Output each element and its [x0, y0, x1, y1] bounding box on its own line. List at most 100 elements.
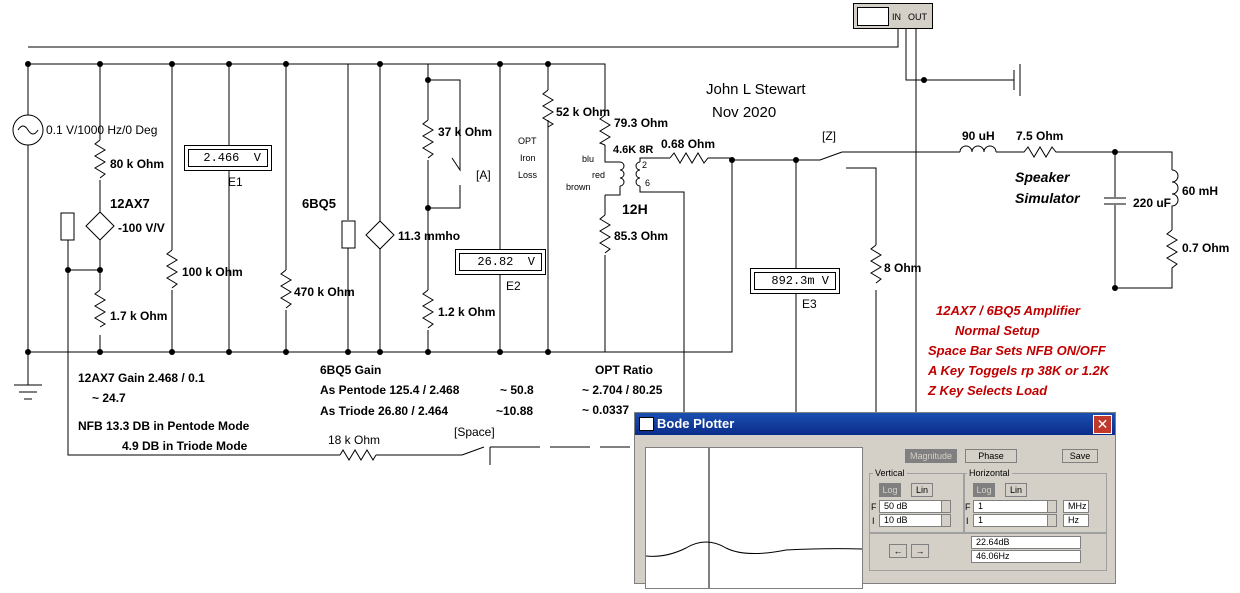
vertical-label: Vertical: [873, 468, 907, 478]
note-opt-title: OPT Ratio: [595, 363, 654, 377]
vertical-group: [869, 473, 965, 533]
wire-output: [732, 159, 797, 430]
meter-e3-unit: V: [821, 274, 829, 288]
bode-titlebar[interactable]: Bode Plotter: [635, 413, 1115, 435]
resistor-18k-symbol: [339, 449, 377, 461]
wire-e1: [228, 64, 287, 352]
meter-e3-label: E3: [802, 297, 817, 311]
meter-e2-label: E2: [506, 279, 521, 293]
author-date: Nov 2020: [712, 104, 777, 121]
bode-plot-svg: [645, 448, 863, 588]
label-1k7: 1.7 k Ohm: [110, 309, 168, 323]
readout-db: 22.64dB: [971, 536, 1081, 549]
bode-instrument[interactable]: IN OUT: [853, 3, 933, 29]
dependent-source-6bq5: [365, 220, 395, 250]
horizontal-final-unit[interactable]: MHz: [1063, 500, 1089, 513]
label-79: 79.3 Ohm: [614, 116, 669, 130]
speaker-title-2: Simulator: [1015, 190, 1080, 206]
readout-group: [869, 533, 1107, 571]
note-12ax7-gain: 12AX7 Gain 2.468 / 0.1: [78, 371, 205, 385]
horizontal-final-input[interactable]: 1: [973, 500, 1049, 513]
inductor-60mh-symbol: [1171, 169, 1179, 230]
note-pentode-result: ~ 50.8: [500, 383, 534, 397]
close-icon[interactable]: ✕: [1093, 415, 1112, 434]
label-75: 7.5 Ohm: [1016, 129, 1064, 143]
dependent-source-12ax7: [85, 211, 115, 241]
info-line-5: Z Key Selects Load: [928, 383, 1048, 398]
meter-e2-value: 26.82: [477, 255, 514, 269]
note-opt-1: ~ 2.704 / 80.25: [582, 383, 663, 397]
wire-primary: [604, 80, 620, 352]
vertical-log-button[interactable]: Log: [879, 483, 901, 497]
label-52k: 52 k Ohm: [556, 105, 611, 119]
resistor-100k-symbol: [166, 249, 178, 289]
cursor-left-button[interactable]: ←: [889, 544, 907, 558]
label-1k2: 1.2 k Ohm: [438, 305, 496, 319]
source-terminal-6bq5: [341, 220, 356, 249]
note-nfb-triode: 4.9 DB in Triode Mode: [122, 439, 248, 453]
bode-plot-area[interactable]: [645, 447, 863, 589]
wire-blu-label: blu: [582, 154, 595, 164]
horizontal-final-spinner[interactable]: [1047, 500, 1057, 513]
speaker-chain: [959, 145, 1173, 170]
wire-brown-label: brown: [566, 182, 591, 192]
horizontal-lin-button[interactable]: Lin: [1005, 483, 1027, 497]
label-85: 85.3 Ohm: [614, 229, 669, 243]
phase-button[interactable]: Phase: [965, 449, 1017, 463]
switch-z-symbol: [796, 151, 960, 430]
bode-out-label: OUT: [908, 12, 927, 22]
meter-e3: 892.3m V: [750, 268, 840, 294]
label-18k: 18 k Ohm: [328, 433, 381, 447]
switch-space-label[interactable]: [Space]: [454, 425, 495, 439]
vertical-initial-input[interactable]: 10 dB: [879, 514, 945, 527]
horizontal-log-button[interactable]: Log: [973, 483, 995, 497]
cursor-right-button[interactable]: →: [911, 544, 929, 558]
resistor-1k2-symbol: [422, 289, 434, 329]
note-pentode: As Pentode 125.4 / 2.468: [320, 383, 460, 397]
vertical-f-label: F: [871, 502, 877, 512]
speaker-title-1: Speaker: [1015, 169, 1070, 185]
resistor-85-symbol: [599, 214, 611, 254]
label-80k: 80 k Ohm: [110, 157, 165, 171]
bode-window-icon: [639, 417, 654, 431]
resistor-37k-symbol: [422, 119, 434, 159]
pin6-label: 6: [645, 178, 651, 188]
vertical-initial-spinner[interactable]: [941, 514, 951, 527]
horizontal-group: [963, 473, 1107, 533]
source-label: 0.1 V/1000 Hz/0 Deg: [46, 123, 158, 137]
meter-e2-unit: V: [527, 255, 535, 269]
meter-e2: 26.82 V: [455, 249, 546, 275]
note-triode: As Triode 26.80 / 2.464: [320, 404, 449, 418]
switch-a-label[interactable]: [A]: [476, 168, 491, 182]
wire-top-rail: [28, 28, 899, 48]
note-12ax7-result: ~ 24.7: [92, 391, 126, 405]
tube-6bq5: 6BQ5: [302, 196, 336, 211]
author-name: John L Stewart: [706, 81, 806, 98]
label-8: 8 Ohm: [884, 261, 922, 275]
switch-z-label[interactable]: [Z]: [822, 129, 836, 143]
horizontal-initial-unit[interactable]: Hz: [1063, 514, 1089, 527]
horizontal-initial-input[interactable]: 1: [973, 514, 1049, 527]
resistor-470k-symbol: [280, 269, 292, 309]
switch-a-symbol: [428, 79, 461, 209]
meter-e3-value: 892.3m: [771, 274, 815, 288]
resistor-1k7-symbol: [94, 289, 106, 328]
source-terminal-12ax7: [60, 212, 75, 241]
horizontal-label: Horizontal: [967, 468, 1012, 478]
wire-red-label: red: [592, 170, 606, 180]
resistor-79-symbol: [598, 114, 611, 146]
save-button[interactable]: Save: [1062, 449, 1098, 463]
vertical-lin-button[interactable]: Lin: [911, 483, 933, 497]
label-60mh: 60 mH: [1182, 184, 1219, 198]
label-100k: 100 k Ohm: [182, 265, 243, 279]
magnitude-button[interactable]: Magnitude: [905, 449, 957, 463]
vertical-final-spinner[interactable]: [941, 500, 951, 513]
horizontal-initial-spinner[interactable]: [1047, 514, 1057, 527]
vertical-final-input[interactable]: 50 dB: [879, 500, 945, 513]
horizontal-f-label: F: [965, 502, 971, 512]
label-068: 0.68 Ohm: [661, 137, 716, 151]
label-90uh: 90 uH: [962, 129, 995, 143]
bode-in-label: IN: [892, 12, 901, 22]
meter-e1-label: E1: [228, 175, 243, 189]
ac-source-wave: [17, 125, 39, 135]
